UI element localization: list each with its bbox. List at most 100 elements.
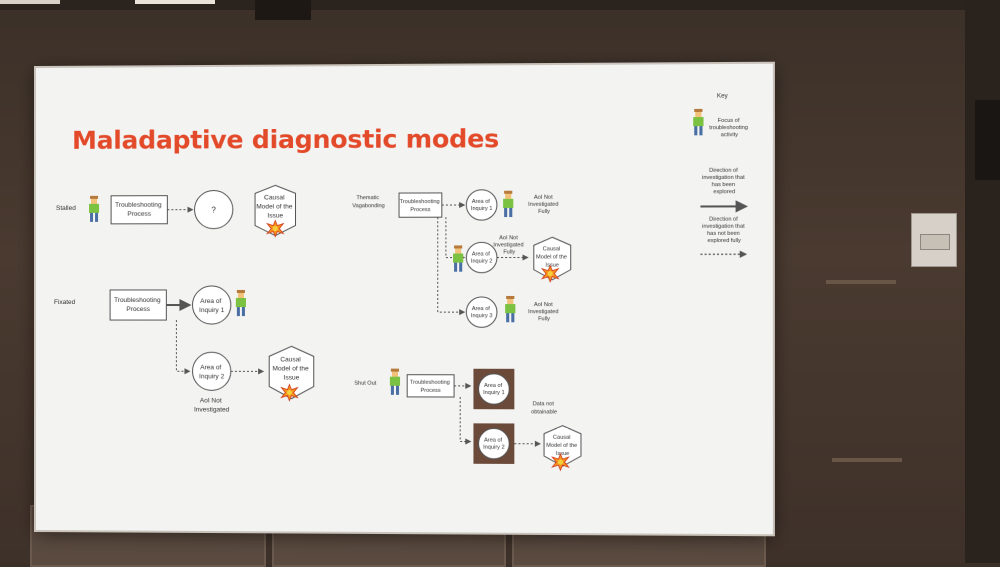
aoi-line: Area of — [472, 199, 491, 205]
vagabonding-note1: AoI Not Investigated Fully — [528, 195, 560, 215]
fixated-mode: Fixated Troubleshooting Process Area of … — [54, 286, 314, 414]
causal-line: Issue — [267, 212, 283, 219]
process-line: Process — [127, 211, 151, 218]
shutout-note: Data not obtainable — [531, 401, 557, 415]
note-line: Investigated — [528, 202, 558, 208]
key-not-explored-line: has not been — [707, 231, 740, 237]
aoi1-text: Area of Inquiry 1 — [199, 298, 224, 314]
aoi1-text: Area of Inquiry 1 — [483, 383, 505, 396]
aoi-line: Area of — [472, 306, 491, 312]
aoi-line: Inquiry 2 — [199, 373, 224, 380]
vagabonding-label-line: Thematic — [356, 195, 379, 201]
aoi-line: Inquiry 1 — [483, 390, 505, 396]
vagabonding-mode: Thematic Vagabonding Troubleshooting Pro… — [352, 190, 570, 328]
causal-line: Model of the — [256, 203, 292, 210]
note-line: Data not — [533, 401, 555, 407]
note-line: Fully — [538, 316, 550, 322]
process-line: Process — [126, 306, 150, 313]
causal-line: Causal — [280, 356, 300, 363]
aoi-line: Inquiry 2 — [471, 259, 493, 265]
vagabonding-note2: AoI Not Investigated Fully — [493, 235, 525, 255]
key-focus-line: troubleshooting — [709, 125, 748, 131]
ceiling-fixture — [255, 0, 311, 20]
dotted-arrow — [460, 397, 470, 442]
key-not-explored-line: Direction of — [709, 217, 738, 223]
wall-panel — [975, 100, 1000, 180]
process-line: Troubleshooting — [115, 202, 162, 209]
dotted-arrow — [176, 320, 189, 371]
diagram-canvas: Key Focus of troubleshooting activity Di… — [36, 64, 773, 534]
wall-stripe — [832, 458, 902, 462]
key-explored-line: has been — [712, 182, 735, 188]
unknown-mark: ? — [211, 206, 216, 215]
person-icon — [693, 109, 703, 135]
aoi1-text: Area of Inquiry 1 — [471, 199, 493, 212]
person-icon — [236, 290, 246, 316]
causal-line: Issue — [284, 374, 300, 381]
vagabonding-label-line: Vagabonding — [352, 203, 384, 209]
person-icon — [453, 245, 463, 271]
process-line: Troubleshooting — [400, 199, 440, 205]
note-line: Investigated — [194, 406, 230, 413]
process-line: Process — [421, 388, 441, 394]
key-focus-line: Focus of — [718, 118, 740, 124]
causal-line: Issue — [546, 263, 559, 269]
person-icon — [390, 369, 400, 395]
key-not-explored-text: Direction of investigation that has not … — [702, 217, 746, 245]
causal-line: Model of the — [536, 254, 567, 260]
aoi2-text: Area of Inquiry 2 — [483, 438, 505, 451]
causal-line: Model of the — [272, 365, 309, 372]
causal-line: Causal — [553, 435, 571, 441]
aoi2-text: Area of Inquiry 2 — [471, 251, 493, 264]
wall-outlet-box — [911, 213, 957, 267]
stalled-mode: Stalled Troubleshooting Process ? Causal… — [56, 185, 296, 237]
note-line: Investigated — [493, 242, 523, 248]
wall-stripe — [826, 280, 896, 284]
aoi-line: Area of — [472, 251, 491, 257]
shutout-label: Shut Out — [354, 381, 376, 387]
key-not-explored-line: explored fully — [707, 238, 741, 244]
person-icon — [505, 296, 515, 322]
causal-line: Causal — [543, 246, 561, 252]
stalled-process-box — [111, 196, 167, 224]
note-line: Fully — [538, 209, 550, 215]
key-explored-line: investigation that — [702, 175, 745, 181]
aoi-line: Area of — [200, 298, 221, 305]
note-line: AoI Not — [499, 235, 518, 241]
key-focus-text: Focus of troubleshooting activity — [709, 118, 749, 139]
note-line: Investigated — [528, 309, 558, 315]
stalled-label: Stalled — [56, 205, 76, 212]
note-line: AoI Not — [534, 302, 553, 308]
ceiling-light-strip — [135, 0, 215, 4]
key-legend: Key Focus of troubleshooting activity Di… — [693, 93, 749, 254]
causal-line: Causal — [264, 194, 284, 201]
key-explored-line: explored — [713, 189, 735, 195]
aoi-line: Area of — [484, 438, 503, 444]
aoi-line: Area of — [484, 383, 503, 389]
aoi-line: Inquiry 3 — [471, 313, 493, 319]
note-line: obtainable — [531, 409, 557, 415]
aoi-line: Inquiry 1 — [199, 307, 224, 314]
right-wall — [965, 0, 1000, 563]
aoi-line: Inquiry 2 — [483, 445, 505, 451]
key-explored-text: Direction of investigation that has been… — [702, 168, 746, 196]
fixated-label: Fixated — [54, 299, 76, 306]
causal-line: Model of the — [546, 443, 577, 449]
wall-outlet — [920, 234, 950, 250]
aoi-line: Area of — [200, 364, 221, 371]
causal-line: Issue — [556, 451, 569, 457]
person-icon — [89, 196, 99, 222]
projection-screen: Maladaptive diagnostic modes Key — [36, 64, 773, 534]
fixated-note: AoI Not Investigated — [194, 397, 230, 413]
note-line: AoI Not — [200, 397, 222, 404]
vagabonding-label: Thematic Vagabonding — [352, 195, 384, 209]
key-not-explored-line: investigation that — [702, 224, 745, 230]
key-focus-line: activity — [721, 132, 739, 138]
shutout-mode: Shut Out Troubleshooting Process Area of… — [354, 369, 581, 471]
vagabonding-note3: AoI Not Investigated Fully — [528, 302, 560, 322]
key-explored-line: Direction of — [709, 168, 738, 174]
aoi-line: Inquiry 1 — [471, 206, 493, 212]
note-line: Fully — [503, 249, 515, 255]
process-line: Troubleshooting — [114, 297, 161, 304]
key-heading: Key — [717, 94, 728, 100]
